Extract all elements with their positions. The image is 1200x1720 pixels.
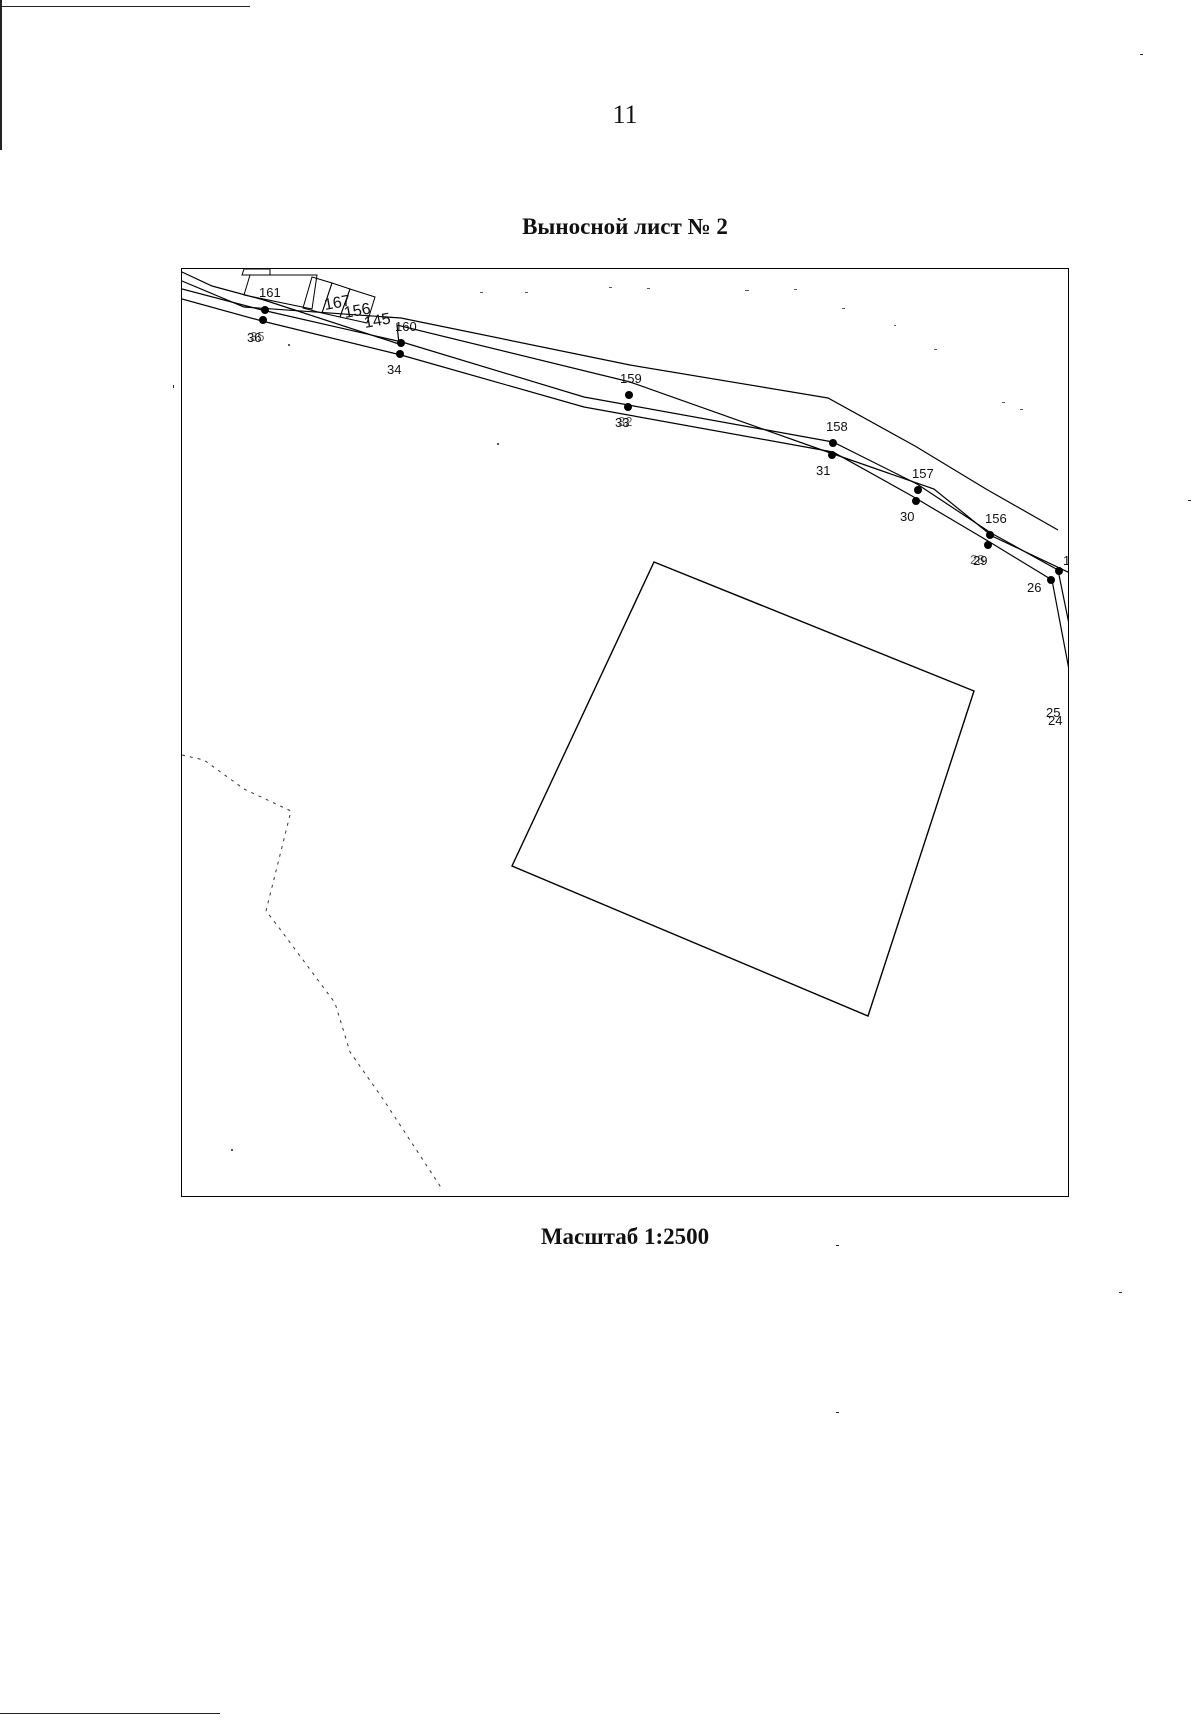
page-number: 11	[612, 100, 638, 129]
road-strip-bottom	[182, 298, 1068, 668]
point-label: 158	[826, 419, 848, 434]
boundary-point	[397, 339, 405, 347]
east-edge-line	[1057, 569, 1068, 623]
point-label-overlap: 28	[970, 552, 984, 567]
building-outline	[241, 269, 271, 276]
point-label-overlap: 32	[618, 414, 632, 429]
upper-boundary-line	[182, 280, 1059, 531]
scan-specks	[231, 287, 1023, 1151]
building-label: 145	[363, 311, 392, 332]
point-label-overlap: 35	[250, 329, 264, 344]
point-label: 160	[395, 319, 417, 334]
land-parcel-outline	[511, 561, 975, 1017]
boundary-point	[984, 541, 992, 549]
building-outline	[339, 288, 376, 324]
scan-edge-mark	[0, 0, 2, 150]
point-label: 26	[1027, 580, 1041, 595]
point-label: 30	[900, 509, 914, 524]
point-label: 31	[816, 463, 830, 478]
boundary-point	[829, 439, 837, 447]
boundary-point	[912, 497, 920, 505]
boundary-point-markers	[259, 306, 1063, 584]
boundary-point	[396, 350, 404, 358]
scan-edge-mark	[0, 1713, 220, 1714]
map-frame: 161 160 159 158 157 156 36 34 33 31 30 2…	[181, 268, 1069, 1197]
point-label: 159	[620, 371, 642, 386]
boundary-point	[1047, 576, 1055, 584]
boundary-point	[1055, 567, 1063, 575]
boundary-point	[261, 306, 269, 314]
boundary-point	[625, 391, 633, 399]
boundary-point	[914, 486, 922, 494]
building-outline	[243, 274, 318, 310]
cadastral-map: 161 160 159 158 157 156 36 34 33 31 30 2…	[182, 269, 1069, 1190]
boundary-point	[986, 531, 994, 539]
point-label: 33	[615, 415, 629, 430]
point-label: 1	[1063, 553, 1069, 568]
building-label: 167	[323, 293, 352, 314]
point-label: 157	[912, 466, 934, 481]
point-label: 25	[1046, 705, 1060, 720]
sheet-title: Выносной лист № 2	[522, 214, 728, 239]
scan-edge-mark	[1140, 54, 1143, 55]
scan-edge-mark	[1119, 1292, 1122, 1293]
point-label: 34	[387, 362, 401, 377]
point-label: 29	[973, 553, 987, 568]
point-label: 156	[985, 511, 1007, 526]
point-label: 24	[1048, 713, 1062, 728]
building-label: 156	[343, 301, 372, 322]
point-label: 161	[259, 285, 281, 300]
lower-boundary-line	[182, 271, 1068, 573]
scan-edge-mark	[836, 1412, 839, 1413]
scan-edge-mark	[173, 385, 174, 388]
point-label: 36	[247, 330, 261, 345]
dashed-boundary-line	[182, 754, 443, 1190]
scale-label: Масштаб 1:2500	[540, 1224, 710, 1249]
boundary-point	[259, 316, 267, 324]
scan-edge-mark	[0, 6, 250, 7]
boundary-point	[624, 403, 632, 411]
scan-edge-mark	[836, 1245, 839, 1246]
scan-edge-mark	[1188, 500, 1191, 501]
boundary-point	[828, 451, 836, 459]
road-strip-top	[182, 288, 1059, 571]
